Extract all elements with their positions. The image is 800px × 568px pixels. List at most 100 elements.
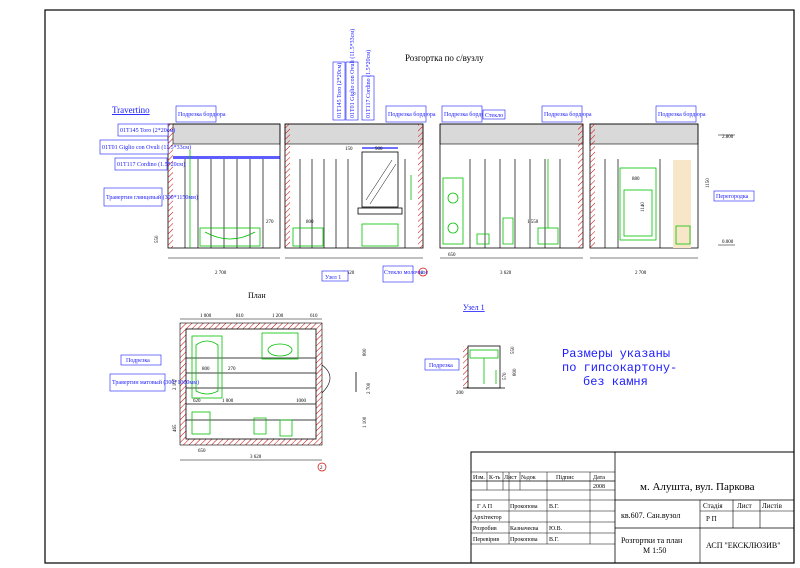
title-block-text: Изм. К-ть Лист №док Підпис Дата 2008 Г А…	[473, 475, 783, 555]
dim-1550: 1 550	[527, 220, 539, 225]
plan-dim-2107: 2 107	[173, 378, 178, 390]
tb-r4-ini: В.Г.	[549, 537, 559, 543]
axis-label-1: 2	[421, 271, 424, 276]
node-label-cut: Подрезка	[429, 363, 453, 369]
dim-1140: 1140	[641, 202, 646, 212]
tb-head-date: Дата	[593, 475, 605, 481]
tb-drawing-1: Розгортки та план	[621, 536, 683, 545]
plan-dim-1000: 1 000	[200, 314, 212, 319]
plan-dim-465: 465	[173, 424, 178, 432]
label-border-3: Подрезка бордюра	[444, 111, 492, 118]
tb-r1-role: Г А П	[477, 504, 493, 510]
elevations-title: Розгортка по с/вузлу	[405, 53, 484, 63]
dimension-note: Размеры указаны по гипсокартону- без кам…	[562, 347, 677, 389]
label-toro-vert: 01T145 Toro (2*20см)	[336, 63, 343, 118]
dim-e1-total: 2 700	[215, 271, 227, 276]
plan-title: План	[248, 291, 266, 300]
plan-dim-1000b: 1 000	[222, 399, 234, 404]
label-border-2: Подрезка бордюра	[388, 111, 436, 118]
node-dim-550: 550	[511, 346, 516, 354]
tb-object: кв.607. Сан.вузол	[621, 511, 680, 520]
plan-dim-650: 650	[198, 449, 206, 454]
tb-r2-role: Архітектор	[473, 515, 502, 521]
label-cordino: 01T117 Cordino (1.5*20см)	[117, 161, 185, 168]
ceiling-band	[172, 123, 281, 145]
dim-e3-total: 3 620	[500, 271, 512, 276]
tb-date: 2008	[593, 484, 605, 490]
tb-head-sign: Підпис	[556, 475, 574, 481]
label-border-5: Подрезка бордюра	[658, 111, 706, 118]
plan-label-trav-matte: Травертин матовый (300*1000мм)	[112, 379, 199, 386]
tb-r1-ini: В.Г.	[549, 504, 559, 510]
plan-dim-620: 620	[193, 399, 201, 404]
node-title: Узел 1	[463, 303, 485, 312]
label-giglio-vert: 01T01 Giglio con Ovuli (11.5*33см)	[349, 29, 356, 118]
dim-1150: 1150	[706, 178, 711, 188]
plan-label-cut: Подрезка	[126, 358, 150, 364]
dim-880: 880	[632, 177, 640, 182]
dim-270: 270	[266, 220, 274, 225]
elevation-3: 1 550 650 3 620	[439, 123, 584, 276]
plan-view: Подрезка Травертин матовый (300*1000мм) …	[109, 314, 372, 472]
elevation-2: 900 150 800 3 620	[284, 123, 424, 276]
elevation-labels: Подрезка бордюра Подрезка бордюра Подрез…	[99, 29, 755, 283]
plan-dim-2700: 2 700	[367, 382, 372, 394]
elevation-1: 270 550 2 700	[155, 123, 281, 276]
tb-head-list: Лист	[504, 475, 517, 481]
sheet-frame	[44, 9, 795, 564]
tb-stage: Р П	[706, 515, 717, 523]
dim-550: 550	[155, 235, 160, 243]
label-cordino-vert: 01T117 Cordino (1.5*20см)	[365, 50, 372, 118]
plan-dim-800: 800	[202, 367, 210, 372]
label-glass: Стекло	[485, 113, 503, 119]
tb-head-ndok: №док	[521, 475, 536, 481]
dim-e4-total: 2 700	[635, 271, 647, 276]
note-line-2: по гипсокартону-	[562, 361, 677, 375]
node-dim-200: 200	[456, 391, 464, 396]
node-dim-570: 570	[503, 372, 508, 380]
tb-head-izm: Изм.	[473, 475, 485, 481]
plan-dim-610: 610	[310, 314, 318, 319]
wall-hatch	[168, 124, 173, 248]
level-top: 2.800	[722, 135, 734, 140]
label-toro: 01T145 Toro (2*20см)	[120, 127, 175, 134]
label-border-1: Подрезка бордюра	[178, 111, 226, 118]
tb-head-kch: К-ть	[489, 475, 501, 481]
tb-r4-role: Перевірив	[473, 537, 499, 543]
tb-sheet-h: Лист	[737, 502, 752, 510]
axis-label-2: 2	[320, 466, 323, 471]
tb-company: АСП "ЕКСКЛЮЗИВ"	[706, 541, 781, 550]
label-glass-milk: Стекло молочное	[384, 270, 428, 276]
axis-marker-2	[317, 462, 327, 472]
tb-r1-name: Прокопова	[510, 504, 538, 510]
plan-dim-3620: 3 620	[250, 455, 262, 460]
plan-dim-810: 810	[236, 314, 244, 319]
brand-title: Travertino	[112, 105, 150, 115]
tb-r4-name: Прокопова	[510, 537, 538, 543]
tb-r3-role: Розробив	[473, 525, 497, 532]
plan-dim-800r: 800	[363, 348, 368, 356]
node-detail: Подрезка 550 570 800 200	[424, 345, 518, 396]
label-trav-gloss: Травертин глянцевый (300*1150мм)	[106, 194, 198, 201]
tb-r3-ini: Ю.В.	[549, 526, 563, 532]
dim-800: 800	[306, 220, 314, 225]
tb-drawing-2: М 1:50	[643, 546, 666, 555]
dim-e2-total: 3 620	[343, 271, 355, 276]
label-giglio: 01T01 Giglio con Ovuli (11.5*33см)	[102, 144, 191, 151]
border-strip	[173, 156, 280, 159]
label-border-4: Подрезка бордюра	[544, 111, 592, 118]
plan-dim-1200: 1 200	[272, 314, 284, 319]
level-zero: 0.000	[722, 240, 734, 245]
plan-dim-1000c: 1000	[296, 399, 307, 404]
label-node-ref: Узел 1	[325, 275, 341, 281]
dim-150: 150	[345, 147, 353, 152]
elevation-4: 880 1140 1150 2.800 0.000 2 700	[589, 123, 735, 276]
plan-dim-1100: 1 100	[363, 416, 368, 428]
label-partition: Перегородка	[716, 194, 749, 200]
tb-project: м. Алушта, вул. Паркова	[640, 481, 755, 493]
tb-sheets-h: Листів	[762, 502, 783, 510]
dim-650: 650	[448, 253, 456, 258]
axis-marker-1	[418, 267, 428, 277]
node-dim-800: 800	[513, 368, 518, 376]
